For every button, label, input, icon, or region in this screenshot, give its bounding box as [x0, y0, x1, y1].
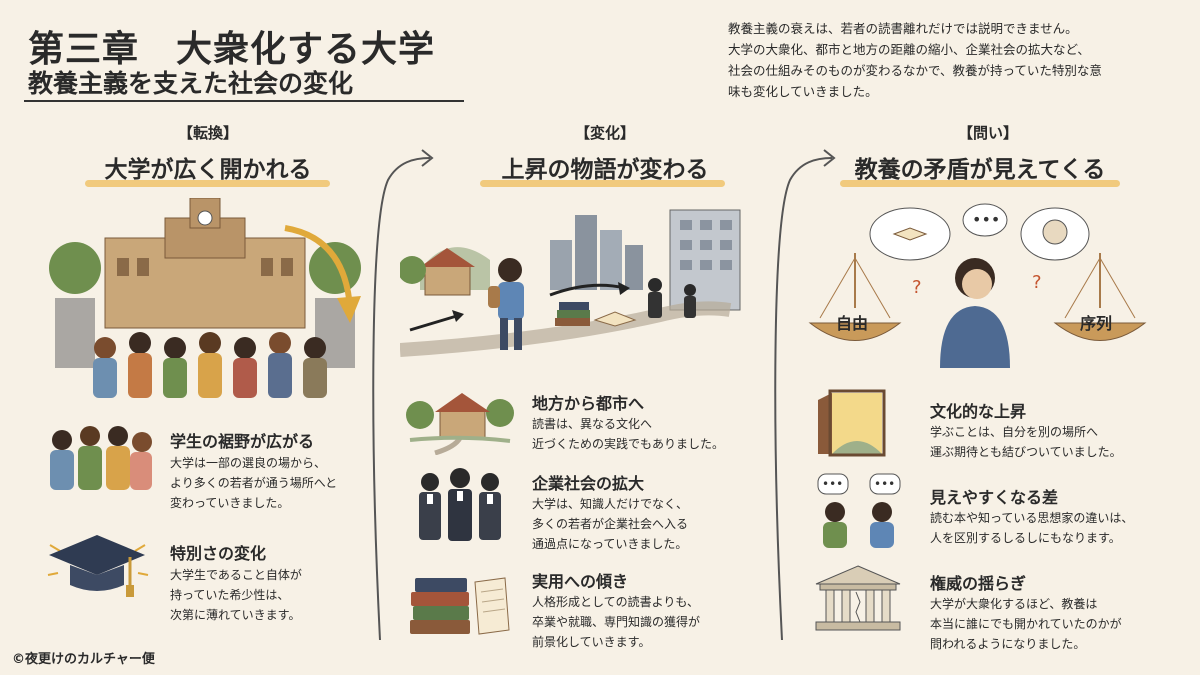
- desc-line: 持っていた希少性は、: [170, 588, 290, 602]
- svg-text:•••: •••: [972, 210, 1000, 229]
- item-description: 読む本や知っている思想家の違いは、 人を区別するしるしにもなります。: [930, 508, 1133, 548]
- desc-line: 読書は、異なる文化へ: [532, 417, 653, 431]
- rural-to-city-illustration: [400, 209, 741, 357]
- item-title: 地方から都市へ: [532, 394, 645, 413]
- desc-line: 読む本や知っている思想家の違いは、: [930, 511, 1134, 525]
- column-heading-contradiction: 教養の矛盾が見えてくる: [854, 157, 1106, 183]
- page-subtitle: 教養主義を支えた社会の変化: [28, 69, 354, 98]
- desc-line: 多くの若者が企業社会へ入る: [532, 517, 689, 531]
- heading-highlight: [85, 180, 330, 187]
- business-people-icon: [419, 468, 501, 541]
- desc-line: 運ぶ期待とも結びついていました。: [930, 445, 1122, 459]
- column-heading-university-opens: 大学が広く開かれる: [104, 157, 312, 183]
- column-tag-change: 【変化】: [574, 124, 635, 142]
- intro-line: 大学の大衆化、都市と地方の距離の縮小、企業社会の拡大など、: [728, 42, 1090, 57]
- svg-text:•••: •••: [874, 477, 895, 491]
- column-heading-ascent-story: 上昇の物語が変わる: [501, 157, 709, 183]
- item-description: 大学が大衆化するほど、教養は 本当に誰にでも開かれていたのかが 問われるようにな…: [930, 594, 1122, 654]
- intro-paragraph: 教養主義の衰えは、若者の読書離れだけでは説明できません。 大学の大衆化、都市と地…: [728, 18, 1180, 102]
- copyright-credit: ©夜更けのカルチャー便: [12, 652, 155, 667]
- students-group-icon: [50, 426, 152, 490]
- desc-line: 卒業や就職、専門知識の獲得が: [532, 615, 701, 629]
- desc-line: 大学が大衆化するほど、教養は: [930, 597, 1098, 611]
- classical-building-icon: [815, 565, 901, 631]
- desc-line: 通過点になっていきました。: [532, 537, 688, 551]
- item-description: 学ぶことは、自分を別の場所へ 運ぶ期待とも結びついていました。: [930, 422, 1122, 462]
- item-title: 見えやすくなる差: [930, 488, 1059, 507]
- item-title: 実用への傾き: [532, 572, 629, 591]
- item-title: 文化的な上昇: [930, 402, 1027, 421]
- open-door-icon: [818, 389, 886, 457]
- item-title: 学生の裾野が広がる: [170, 432, 315, 451]
- item-title: 権威の揺らぎ: [930, 574, 1027, 593]
- desc-line: 本当に誰にでも開かれていたのかが: [930, 617, 1122, 631]
- item-title: 企業社会の拡大: [532, 474, 645, 493]
- desc-line: 近づくための実践でもありました。: [532, 437, 725, 451]
- desc-line: より多くの若者が通う場所へと: [170, 476, 338, 490]
- scale-label-hierarchy: 序列: [1080, 314, 1113, 333]
- flow-arrow-icon: [372, 149, 434, 641]
- intro-line: 社会の仕組みそのものが変わるなかで、教養が持っていた特別な意: [728, 63, 1102, 78]
- page-title: 第三章 大衆化する大学: [28, 29, 436, 70]
- intro-line: 味も変化していきました。: [728, 84, 878, 99]
- title-divider: [24, 100, 464, 102]
- scales-thinker-illustration: ••• ? ?: [808, 203, 1147, 368]
- svg-text:•••: •••: [822, 477, 843, 491]
- item-title: 特別さの変化: [170, 544, 267, 563]
- item-description: 大学は、知識人だけでなく、 多くの若者が企業社会へ入る 通過点になっていきました…: [532, 494, 688, 554]
- flow-arrow-icon: [774, 149, 836, 641]
- heading-highlight: [480, 180, 725, 187]
- desc-line: 大学は一部の選良の場から、: [170, 456, 327, 470]
- column-tag-transition: 【転換】: [177, 124, 238, 142]
- desc-line: 人格形成としての読書よりも、: [532, 595, 700, 609]
- intro-line: 教養主義の衰えは、若者の読書離れだけでは説明できません。: [728, 21, 1078, 36]
- item-description: 大学は一部の選良の場から、 より多くの若者が通う場所へと 変わっていきました。: [170, 453, 337, 513]
- item-description: 大学生であること自体が 持っていた希少性は、 次第に薄れていきます。: [170, 565, 302, 625]
- item-description: 人格形成としての読書よりも、 卒業や就職、専門知識の獲得が 前景化していきます。: [532, 592, 700, 652]
- svg-text:?: ?: [912, 277, 922, 298]
- column-tag-question: 【問い】: [957, 124, 1018, 142]
- books-and-document-icon: [410, 577, 510, 635]
- scale-label-freedom: 自由: [836, 314, 869, 333]
- desc-line: 次第に薄れていきます。: [170, 608, 301, 622]
- heading-highlight: [840, 180, 1120, 187]
- desc-line: 大学は、知識人だけでなく、: [532, 497, 689, 511]
- desc-line: 学ぶことは、自分を別の場所へ: [930, 425, 1099, 439]
- graduation-cap-icon: [47, 535, 149, 597]
- countryside-house-icon: [406, 393, 514, 455]
- desc-line: 大学生であること自体が: [170, 568, 302, 582]
- desc-line: 人を区別するしるしにもなります。: [930, 531, 1121, 545]
- two-people-talking-icon: ••• •••: [817, 473, 901, 548]
- svg-text:?: ?: [1032, 272, 1042, 293]
- desc-line: 変わっていきました。: [170, 496, 290, 510]
- university-crowd-illustration: [49, 198, 361, 398]
- desc-line: 問われるようになりました。: [930, 637, 1086, 651]
- item-description: 読書は、異なる文化へ 近づくための実践でもありました。: [532, 414, 724, 454]
- desc-line: 前景化していきます。: [532, 635, 651, 649]
